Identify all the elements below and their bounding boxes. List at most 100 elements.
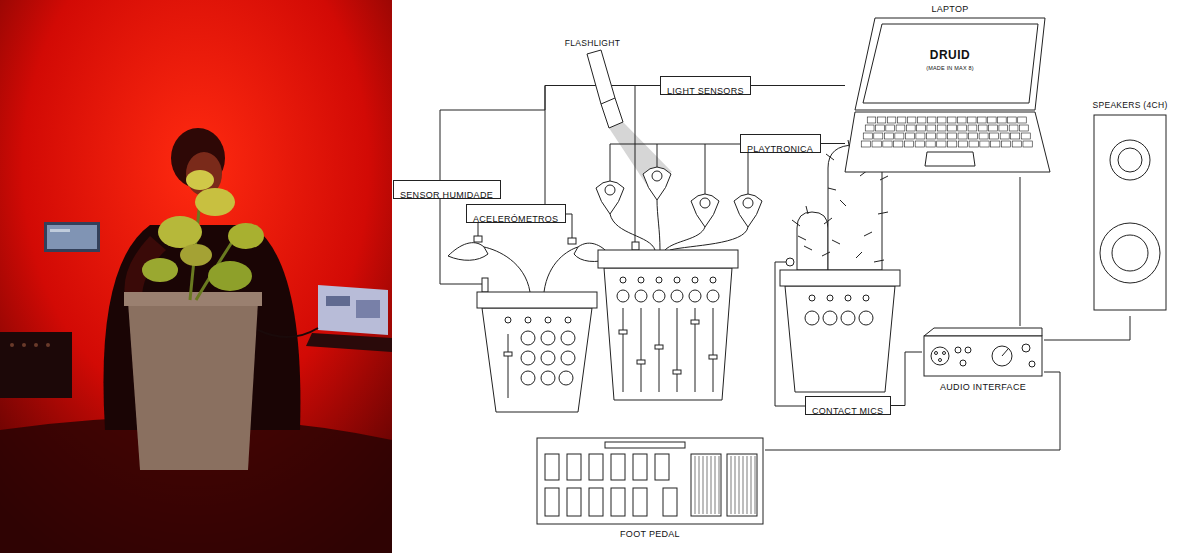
laptop-figure-part (916, 133, 925, 139)
connector (765, 372, 1060, 450)
cactus-pot-part (823, 311, 837, 325)
middle-pot-part (677, 308, 678, 392)
photo-part (22, 343, 26, 347)
left-pot-part (561, 351, 575, 365)
middle-pot-part (691, 320, 699, 324)
photo-part (0, 0, 392, 553)
laptop-figure-part (1019, 125, 1028, 131)
left-pot-part (541, 371, 555, 385)
laptop-figure-part (884, 133, 893, 139)
laptop-figure-part (1012, 141, 1021, 147)
laptop-figure-part (915, 141, 924, 147)
laptop-figure-part (883, 141, 892, 147)
interface-figure-part (943, 352, 946, 355)
pedal-figure-part (747, 456, 748, 514)
laptop-figure-part (1021, 133, 1030, 139)
cactus-pot-part (863, 295, 869, 301)
connector (891, 352, 922, 406)
pedal-figure (535, 436, 765, 542)
node-text: DRUID (865, 48, 1035, 62)
laptop-figure-part (907, 117, 916, 123)
laptop-figure-part (1000, 133, 1009, 139)
laptop-figure-part (872, 141, 881, 147)
middle-pot-part (700, 198, 710, 208)
middle-pot-part (643, 167, 671, 200)
pedal-figure-part (739, 456, 740, 514)
middle-pot-part (652, 171, 662, 181)
middle-pot-part (641, 308, 642, 392)
laptop-figure-part (1023, 141, 1032, 147)
laptop-figure-part (925, 152, 975, 166)
laptop-figure-part (927, 125, 936, 131)
photo-part (10, 343, 14, 347)
sensor-wire-part (635, 86, 636, 243)
laptop-figure-part (937, 141, 946, 147)
sensor-box: LIGHT SENSORS (660, 76, 751, 95)
sensor-box: SENSOR HUMIDADE (393, 180, 501, 199)
sensor-wire-part (610, 144, 740, 190)
laptop-figure-part (958, 117, 967, 123)
interface-figure-part (935, 352, 938, 355)
middle-pot-part (692, 277, 698, 283)
middle-pot-part (623, 308, 624, 392)
pedal-figure-part (699, 456, 700, 514)
node-label: SENSOR HUMIDADE (400, 190, 493, 201)
middle-pot-part (619, 330, 627, 334)
photo-part (356, 300, 380, 318)
left-pot-part (541, 331, 555, 345)
laptop-figure-part (958, 133, 967, 139)
middle-pot-part (674, 277, 680, 283)
photo-part (50, 229, 70, 232)
laptop-figure-part (978, 125, 987, 131)
laptop-node: LAPTOPDRUID(MADE IN MAX 8) (845, 2, 1055, 177)
photo-part (326, 296, 350, 306)
middle-pot-part (689, 290, 701, 302)
laptop-figure-part (991, 141, 1000, 147)
cactus-pot-part (859, 311, 873, 325)
speaker-figure-part (1112, 235, 1148, 271)
laptop-figure-part (887, 117, 896, 123)
node-label: AUDIO INTERFACE (922, 382, 1044, 393)
laptop-figure-part (1011, 133, 1020, 139)
flashlight-node: FLASHLIGHT (555, 38, 630, 133)
laptop-figure-part (917, 125, 926, 131)
pedal-figure-part (545, 488, 559, 516)
laptop-figure-part (894, 141, 903, 147)
photo-part (306, 333, 392, 352)
photo-part (44, 222, 100, 252)
laptop-figure-part (865, 125, 874, 131)
middle-pot (596, 167, 762, 400)
laptop-figure-part (979, 133, 988, 139)
pedal-figure-part (691, 454, 721, 516)
laptop-figure-part (927, 117, 936, 123)
left-pot-part (504, 352, 512, 356)
flashlight-figure (555, 38, 630, 133)
middle-pot-part (673, 370, 681, 374)
interface-figure-part (992, 346, 1012, 366)
sensor-box: ACELERÓMETROS (466, 204, 566, 223)
cactus-pot-part (805, 311, 819, 325)
laptop-figure-part (969, 133, 978, 139)
speaker-figure-part (1100, 223, 1160, 283)
cactus-pot-part (786, 258, 794, 266)
laptop-figure-part (905, 133, 914, 139)
cactus-pot (780, 140, 900, 392)
laptop-figure-part (937, 117, 946, 123)
node-label: PLAYTRONICA (747, 144, 813, 155)
left-pot-part (525, 317, 531, 323)
laptop-figure-part (1018, 117, 1027, 123)
left-pot-part (508, 334, 509, 398)
cactus-pot-part (797, 212, 828, 270)
laptop-figure-part (968, 125, 977, 131)
left-pot-part (561, 331, 575, 345)
laptop-figure-part (969, 141, 978, 147)
laptop-figure-part (968, 117, 977, 123)
laptop-figure-part (886, 125, 895, 131)
node-label: SPEAKERS (4CH) (1088, 100, 1172, 110)
interface-figure-part (924, 328, 1042, 336)
middle-pot-part (637, 360, 645, 364)
middle-pot-part (691, 194, 719, 227)
node-label: FLASHLIGHT (555, 38, 630, 48)
pedal-figure-part (743, 456, 744, 514)
